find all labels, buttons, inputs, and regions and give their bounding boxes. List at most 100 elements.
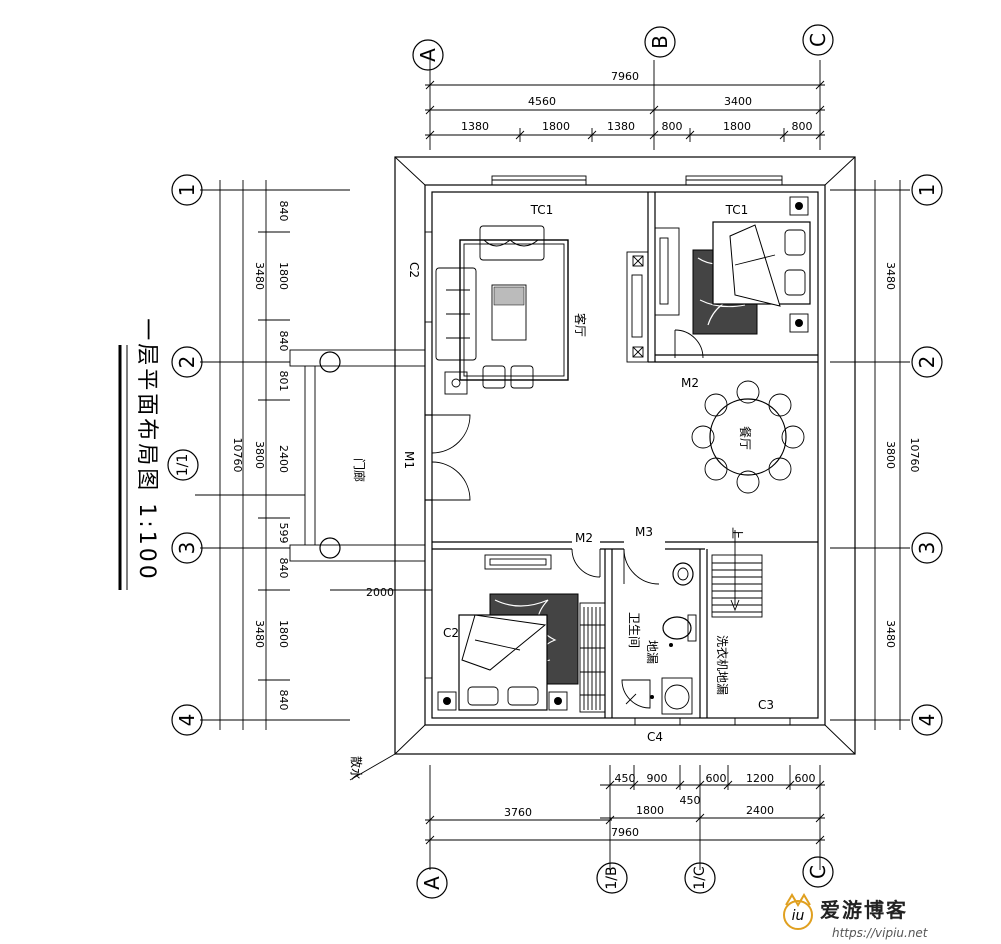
axis-bubble-right-4: 4 xyxy=(911,704,943,736)
door-m1: M1 xyxy=(402,451,416,469)
svg-text:801: 801 xyxy=(277,371,290,392)
svg-text:iu: iu xyxy=(792,908,805,924)
svg-text:4: 4 xyxy=(175,714,199,727)
svg-text:600: 600 xyxy=(795,772,816,785)
svg-text:3480: 3480 xyxy=(884,262,897,290)
svg-text:3800: 3800 xyxy=(884,441,897,469)
window-tc1-bedroom: TC1 xyxy=(725,203,749,217)
drawing-title: 一层平面布局图 1:100 xyxy=(118,318,159,590)
svg-text:2: 2 xyxy=(175,356,199,369)
door-m3: M3 xyxy=(635,525,653,539)
svg-text:3: 3 xyxy=(175,542,199,555)
dim-top-3400: 3400 xyxy=(724,95,752,108)
svg-text:1200: 1200 xyxy=(746,772,774,785)
axis-bubble-left-4: 4 xyxy=(171,704,203,736)
svg-text:840: 840 xyxy=(277,558,290,579)
dining-room-label: 餐厅 xyxy=(738,426,753,450)
floor-drain-label: 地漏 xyxy=(645,640,659,664)
svg-text:450: 450 xyxy=(680,794,701,807)
svg-text:1/C: 1/C xyxy=(692,866,708,890)
living-room: 客厅 xyxy=(435,225,588,395)
svg-text:800: 800 xyxy=(792,120,813,133)
svg-text:1800: 1800 xyxy=(723,120,751,133)
grid-lines xyxy=(195,60,910,870)
axis-bubbles: A B C A 1/B 1/C C 1 2 3 4 1/1 1 2 3 4 xyxy=(167,24,943,899)
bathroom-label: 卫生间 xyxy=(627,612,641,648)
dim-left: 10760 3480 3800 3480 840 1800 840 801 24… xyxy=(219,180,290,730)
svg-text:B: B xyxy=(648,35,672,49)
axis-bubble-left-1: 1 xyxy=(171,174,203,206)
svg-text:3760: 3760 xyxy=(504,806,532,819)
axis-bubble-right-2: 2 xyxy=(911,346,943,378)
bedroom-2 xyxy=(437,593,606,713)
bathroom: 卫生间 地漏 xyxy=(621,562,697,715)
svg-text:3480: 3480 xyxy=(253,262,266,290)
drip-apron-label: 散水 xyxy=(349,756,364,780)
dining-room: 餐厅 xyxy=(691,380,805,494)
porch-dim: 2000 xyxy=(366,586,394,599)
axis-bubble-bottom-a: A xyxy=(416,867,448,899)
window-c2-living: C2 xyxy=(407,262,421,278)
svg-text:1800: 1800 xyxy=(277,620,290,648)
staircase: 上 洗衣机地漏 xyxy=(711,527,763,695)
bedroom-1 xyxy=(692,196,811,335)
svg-text:4: 4 xyxy=(915,714,939,727)
svg-text:1800: 1800 xyxy=(277,262,290,290)
stair-up-label: 上 xyxy=(730,527,744,539)
axis-bubble-top-a: A xyxy=(412,39,444,71)
washer-label: 洗衣机地漏 xyxy=(715,635,730,695)
watermark-brand: 爱游博客 xyxy=(820,898,908,922)
dim-top: 7960 4560 3400 1380 1800 1380 800 1800 8… xyxy=(425,70,825,142)
svg-text:1800: 1800 xyxy=(636,804,664,817)
svg-text:599: 599 xyxy=(277,523,290,544)
svg-text:840: 840 xyxy=(277,201,290,222)
dim-top-total: 7960 xyxy=(611,70,639,83)
living-room-label: 客厅 xyxy=(573,313,588,337)
windows: TC1 TC1 C2 C2 C3 C4 xyxy=(407,175,791,744)
svg-text:A: A xyxy=(420,876,444,890)
svg-text:10760: 10760 xyxy=(231,438,244,473)
watermark-url: https://vipiu.net xyxy=(832,926,929,940)
watermark: iu 爱游博客 https://vipiu.net xyxy=(783,893,929,940)
svg-text:900: 900 xyxy=(647,772,668,785)
axis-bubble-bottom-c: C xyxy=(802,856,834,888)
axis-bubble-left-2: 2 xyxy=(171,346,203,378)
window-c2-bedroom: C2 xyxy=(443,626,459,640)
door-m2-bedroom2: M2 xyxy=(575,531,593,545)
svg-text:1/1: 1/1 xyxy=(175,454,191,477)
svg-text:2: 2 xyxy=(915,356,939,369)
svg-text:3800: 3800 xyxy=(253,441,266,469)
axis-bubble-top-c: C xyxy=(802,24,834,56)
svg-text:1800: 1800 xyxy=(542,120,570,133)
svg-text:1/B: 1/B xyxy=(604,866,620,889)
svg-text:2400: 2400 xyxy=(277,445,290,473)
svg-text:2400: 2400 xyxy=(746,804,774,817)
axis-bubble-right-3: 3 xyxy=(911,532,943,564)
window-c4: C4 xyxy=(647,730,663,744)
window-tc1-living: TC1 xyxy=(530,203,554,217)
doors: M1 M2 M2 M3 xyxy=(402,329,704,585)
svg-text:1380: 1380 xyxy=(607,120,635,133)
exterior-walls xyxy=(424,184,826,726)
axis-bubble-top-b: B xyxy=(644,26,676,58)
window-c3: C3 xyxy=(758,698,774,712)
svg-text:C: C xyxy=(806,865,830,879)
dim-top-4560: 4560 xyxy=(528,95,556,108)
axis-bubble-left-3: 3 xyxy=(171,532,203,564)
svg-text:800: 800 xyxy=(662,120,683,133)
svg-text:3: 3 xyxy=(915,542,939,555)
axis-bubble-right-1: 1 xyxy=(911,174,943,206)
svg-text:C: C xyxy=(806,33,830,47)
axis-bubble-bottom-1b: 1/B xyxy=(596,862,628,894)
svg-text:1: 1 xyxy=(915,184,939,197)
svg-text:1380: 1380 xyxy=(461,120,489,133)
dim-bottom: 450 900 600 1200 600 450 1800 2400 3760 … xyxy=(425,765,825,845)
watermark-logo: iu xyxy=(783,893,813,930)
door-m2-bedroom: M2 xyxy=(681,376,699,390)
svg-text:10760: 10760 xyxy=(908,438,921,473)
svg-text:一层平面布局图 1:100: 一层平面布局图 1:100 xyxy=(134,318,159,581)
tv-cabinets xyxy=(484,227,680,570)
svg-text:840: 840 xyxy=(277,690,290,711)
axis-bubble-aux-1-1: 1/1 xyxy=(167,449,199,481)
